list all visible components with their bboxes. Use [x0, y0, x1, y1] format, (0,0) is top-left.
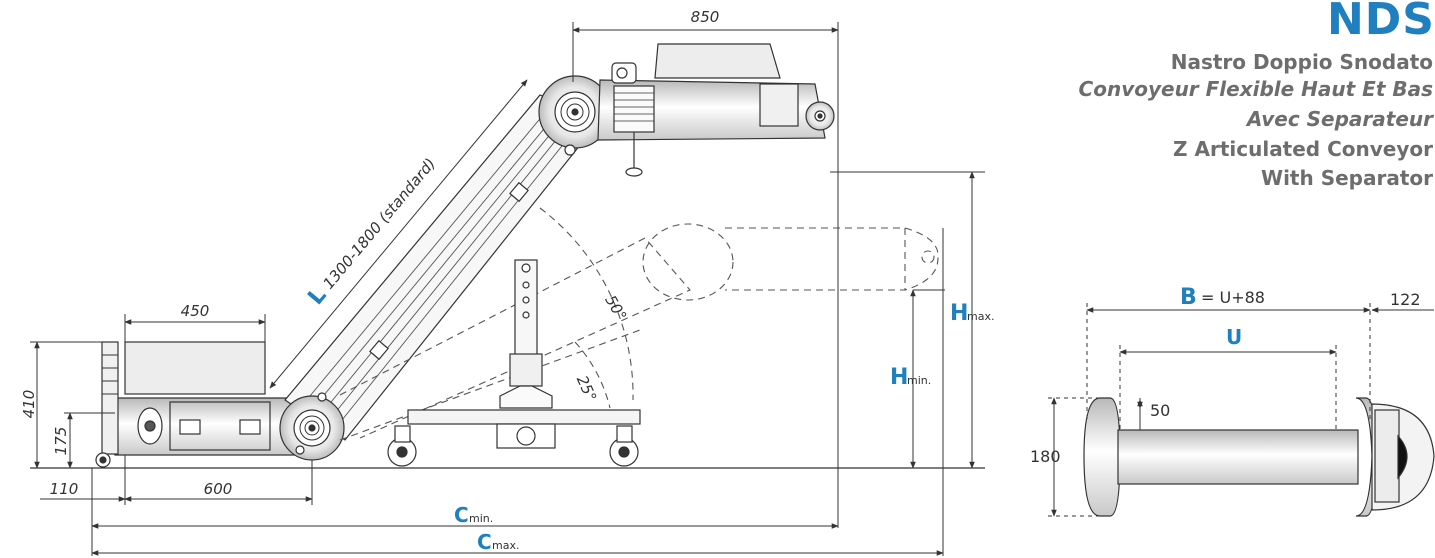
subtitle-english-1: Z Articulated Conveyor: [1173, 137, 1433, 161]
dim-180-label: 180: [1030, 447, 1061, 466]
cmin-letter: C: [454, 503, 469, 527]
subtitle-italian: Nastro Doppio Snodato: [1170, 50, 1433, 74]
dim-50-label: 50: [1150, 401, 1170, 420]
cmax-letter: C: [477, 530, 492, 554]
dim-600-label: 600: [204, 480, 233, 498]
subtitle-french-1: Convoyeur Flexible Haut Et Bas: [1078, 77, 1433, 101]
dim-450-label: 450: [181, 302, 210, 320]
u-letter: U: [1226, 325, 1242, 349]
lower-hopper: [95, 341, 301, 468]
dim-110-label: 110: [50, 480, 79, 498]
hmax-sub: max.: [967, 310, 994, 323]
dim-175-label: 175: [52, 427, 70, 456]
subtitle-french-2: Avec Separateur: [1246, 107, 1433, 131]
angle-25-label: 25°: [573, 373, 600, 405]
cross-section: [1083, 397, 1435, 517]
brand-title: NDS: [1326, 0, 1435, 45]
cross-section-dimensions: [1048, 303, 1434, 517]
dim-122-label: 122: [1390, 290, 1421, 309]
cmin-sub: min.: [469, 512, 493, 525]
subtitle-english-2: With Separator: [1261, 166, 1433, 190]
b-letter: B: [1180, 285, 1197, 310]
b-formula: = U+88: [1201, 288, 1265, 307]
cmax-sub: max.: [492, 539, 519, 552]
dimension-lines: [30, 22, 985, 556]
dim-410-label: 410: [20, 390, 38, 419]
dim-850-label: 850: [691, 8, 720, 26]
hmin-letter: H: [890, 365, 908, 390]
hmax-letter: H: [950, 301, 968, 326]
hmin-sub: min.: [907, 374, 931, 387]
upper-discharge-section: [597, 43, 835, 177]
